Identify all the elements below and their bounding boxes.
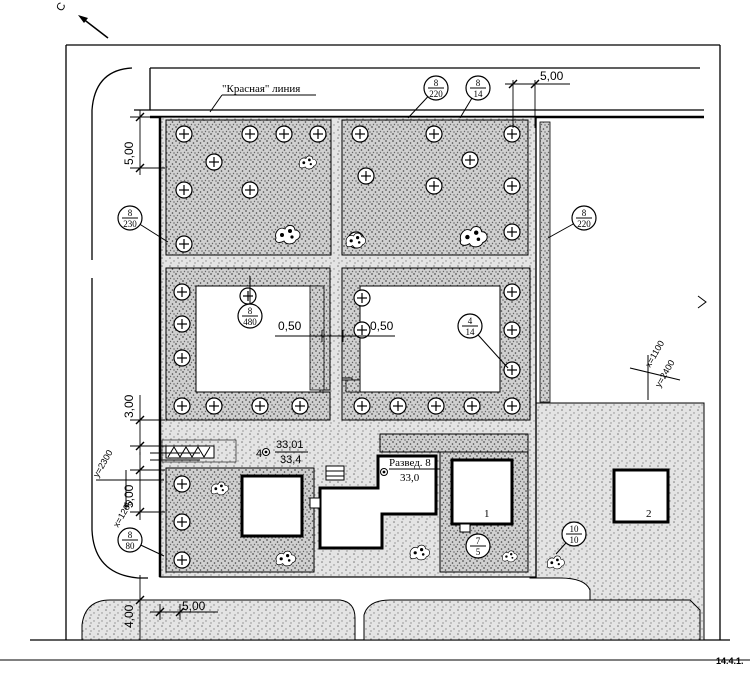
callout-top: 8 — [582, 208, 587, 218]
tree-icon — [175, 125, 193, 143]
dim-gap-left: 0,50 — [278, 319, 302, 333]
tree-icon — [173, 315, 191, 333]
tree-icon — [463, 397, 481, 415]
callout-marker: 414 — [457, 313, 509, 369]
callout-top: 7 — [476, 536, 481, 546]
tree-icon — [205, 397, 223, 415]
tree-icon — [175, 235, 193, 253]
tree-icon — [503, 177, 521, 195]
borehole-value: 33,0 — [400, 472, 420, 484]
dim-bottom-v: 4,00 — [122, 604, 136, 628]
elevation-bottom: 33,4 — [280, 454, 301, 466]
tree-icon — [425, 177, 443, 195]
figure-number: 14.4.1. — [716, 656, 744, 666]
borehole-label: Развед. 8 — [389, 457, 431, 469]
tree-icon — [357, 167, 375, 185]
callout-marker: 880 — [117, 527, 165, 557]
elevation-mark: 4 33,01 33,4 — [256, 439, 308, 466]
dim-gap-right: 0,50 — [370, 319, 394, 333]
tree-icon — [503, 397, 521, 415]
tree-icon — [173, 397, 191, 415]
tree-icon — [353, 397, 371, 415]
tree-icon — [389, 397, 407, 415]
tree-icon — [173, 349, 191, 367]
tree-icon — [351, 125, 369, 143]
north-letter: С — [54, 1, 68, 14]
building-main — [318, 454, 438, 550]
callout-bottom: 480 — [243, 317, 257, 327]
tree-icon — [173, 475, 191, 493]
coords-right: x=1100 y=2400 — [629, 339, 681, 400]
borehole: Развед. 8 33,0 — [380, 457, 440, 484]
tree-icon — [173, 513, 191, 531]
callout-top: 8 — [128, 208, 133, 218]
tree-icon — [425, 125, 443, 143]
tree-icon — [205, 153, 223, 171]
callout-bottom: 220 — [429, 89, 443, 99]
tree-icon — [503, 283, 521, 301]
tree-icon — [173, 551, 191, 569]
tree-icon — [503, 223, 521, 241]
building-1-label: 1 — [484, 508, 490, 520]
callout-top: 8 — [476, 78, 481, 88]
coord-x-left: x=1200 — [111, 498, 135, 529]
coord-x-right: x=1100 — [643, 339, 666, 369]
tree-icon — [251, 397, 269, 415]
tree-icon — [503, 361, 521, 379]
callout-bottom: 10 — [570, 535, 580, 545]
callout-bottom: 230 — [123, 219, 137, 229]
coord-y-left: y=2300 — [91, 448, 115, 479]
dim-left-upper: 5,00 — [122, 141, 136, 165]
tree-icon — [241, 125, 259, 143]
tree-icon — [353, 289, 371, 307]
building-left — [240, 474, 304, 538]
tree-icon — [173, 283, 191, 301]
red-line-label: "Красная" линия — [222, 83, 300, 95]
dimension-ticks — [135, 79, 540, 617]
dim-top: 5,00 — [540, 69, 564, 83]
callout-top: 4 — [468, 316, 473, 326]
tree-icon — [275, 125, 293, 143]
tree-icon — [291, 397, 309, 415]
elevation-marker: 4 — [256, 448, 262, 460]
elevation-top: 33,01 — [276, 439, 304, 451]
tree-icon — [175, 181, 193, 199]
callout-bottom: 14 — [474, 89, 484, 99]
tree-icon — [503, 125, 521, 143]
callout-bottom: 5 — [476, 547, 481, 557]
callout-top: 8 — [434, 78, 439, 88]
coord-y-right: y=2400 — [653, 358, 677, 389]
callout-bottom: 14 — [466, 327, 476, 337]
tree-icon — [241, 181, 259, 199]
callout-marker: 75 — [465, 533, 491, 559]
tree-icon — [309, 125, 327, 143]
building-2-label: 2 — [646, 508, 652, 520]
callout-top: 10 — [570, 524, 580, 534]
building-2 — [612, 468, 670, 524]
tree-icon — [503, 321, 521, 339]
tree-icon — [427, 397, 445, 415]
tree-icon — [461, 151, 479, 169]
callout-bottom: 80 — [126, 541, 136, 551]
callout-top: 8 — [248, 306, 253, 316]
callout-top: 8 — [128, 530, 133, 540]
callout-bottom: 220 — [577, 219, 591, 229]
dim-left-mid: 3,00 — [122, 394, 136, 418]
building-1 — [450, 458, 514, 526]
dim-bottom-h: 5,00 — [182, 599, 206, 613]
north-arrow: С — [54, 1, 109, 39]
callout-marker: 814 — [459, 75, 491, 119]
tree-icon — [239, 287, 257, 305]
